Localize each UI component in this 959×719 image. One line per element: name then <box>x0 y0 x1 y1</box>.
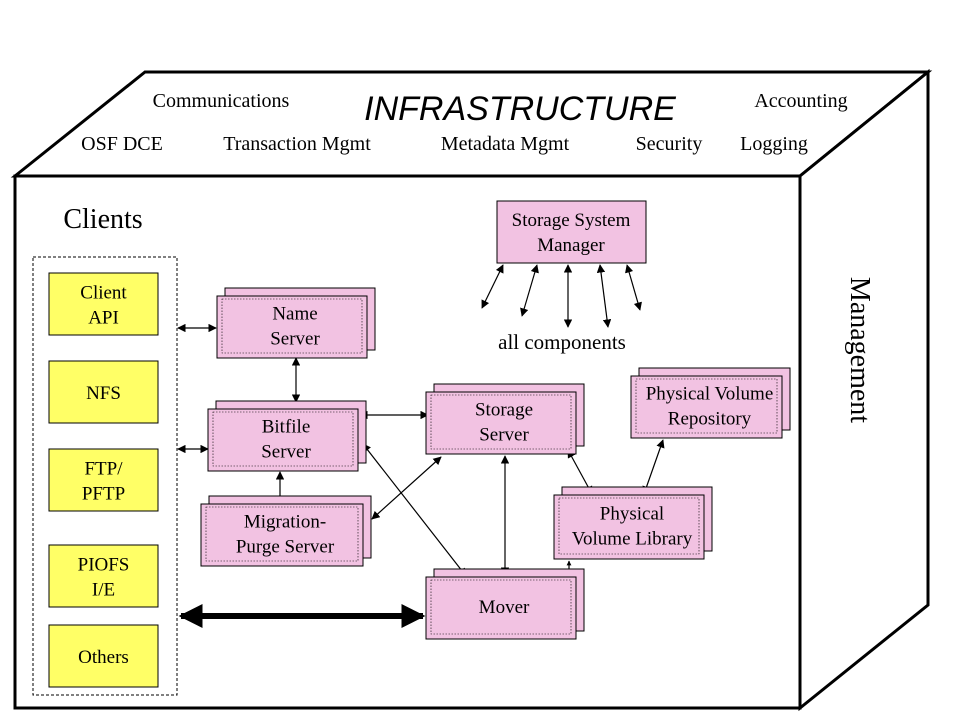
client-box-bg <box>48 624 159 688</box>
client-box-label: Client <box>80 283 127 304</box>
client-box-label: NFS <box>86 383 121 404</box>
physical-volume-library-label: Physical <box>600 504 664 525</box>
client-box: Others <box>48 624 159 688</box>
client-box-label: Others <box>78 647 129 668</box>
client-box-bg <box>48 544 159 608</box>
physical-volume-repository-label: Physical Volume <box>646 384 774 405</box>
name-server-front-card <box>216 295 368 359</box>
accounting-label: Accounting <box>754 90 847 112</box>
bitfile-server-label: Server <box>261 442 311 463</box>
ssm-line2: Manager <box>537 235 605 256</box>
migration-purge-server-label: Migration- <box>244 512 326 533</box>
ssm-line1: Storage System <box>512 210 631 231</box>
client-box-label: FTP/ <box>84 459 123 480</box>
mover-front-card <box>425 576 577 640</box>
migration-purge-server-front-card <box>200 503 364 567</box>
name-server-label: Server <box>270 329 320 350</box>
storage-server-label: Server <box>479 425 529 446</box>
arrow-ssm-4 <box>596 264 612 328</box>
client-box-label: PFTP <box>82 484 125 505</box>
security-label: Security <box>636 133 703 155</box>
physical-volume-library-inner-dots <box>558 497 700 555</box>
storage-system-manager-box <box>496 200 647 264</box>
arrow-migration-storage <box>371 456 442 520</box>
client-box-bg <box>48 360 159 424</box>
physical-volume-library-label: Volume Library <box>572 529 693 550</box>
transaction-mgmt-label: Transaction Mgmt <box>223 133 371 155</box>
infrastructure-cube <box>10 68 933 712</box>
arrow-ssm-2 <box>520 264 539 317</box>
mover-label: Mover <box>479 597 530 618</box>
clients-group-border <box>32 256 178 696</box>
storage-server-label: Storage <box>475 400 533 421</box>
client-box-label: API <box>88 308 119 329</box>
infrastructure-title: INFRASTRUCTURE <box>364 90 676 128</box>
physical-volume-repository-front-card <box>630 375 783 439</box>
client-box-bg <box>48 272 159 336</box>
arrow-ssm-1 <box>481 264 504 309</box>
client-box: NFS <box>48 360 159 424</box>
client-box-bg <box>48 448 159 512</box>
mover-box: Mover <box>425 568 585 640</box>
physical-volume-library-front-card <box>553 494 705 560</box>
storage-server-inner-dots <box>430 394 572 450</box>
storage-server-front-card <box>425 391 577 455</box>
bitfile-server-front-card <box>207 408 359 472</box>
client-box-label: I/E <box>92 580 115 601</box>
mover-inner-dots <box>430 579 572 635</box>
arrow-pvr-pvl <box>642 439 665 495</box>
clients-heading: Clients <box>63 204 142 235</box>
name-server-inner-dots <box>221 298 363 354</box>
client-box: PIOFS I/E <box>48 544 159 608</box>
physical-volume-repository-inner-dots <box>635 378 778 434</box>
management-label: Management <box>844 277 875 423</box>
arrow-ssm-5 <box>625 264 642 311</box>
migration-purge-server-inner-dots <box>205 506 359 562</box>
migration-purge-server-label: Purge Server <box>236 537 335 558</box>
bitfile-server-inner-dots <box>212 411 354 467</box>
bitfile-server-label: Bitfile <box>262 417 311 438</box>
physical-volume-repository-label: Repository <box>668 409 752 430</box>
metadata-mgmt-label: Metadata Mgmt <box>441 133 570 155</box>
logging-label: Logging <box>740 133 808 155</box>
communications-label: Communications <box>153 90 290 112</box>
client-box-label: PIOFS <box>78 555 130 576</box>
name-server-label: Name <box>272 304 317 325</box>
all-components-label: all components <box>498 330 626 354</box>
client-box: FTP/PFTP <box>48 448 159 512</box>
migration-purge-server-box: Migration- Purge Server <box>200 495 372 567</box>
osf-dce-label: OSF DCE <box>81 133 163 155</box>
